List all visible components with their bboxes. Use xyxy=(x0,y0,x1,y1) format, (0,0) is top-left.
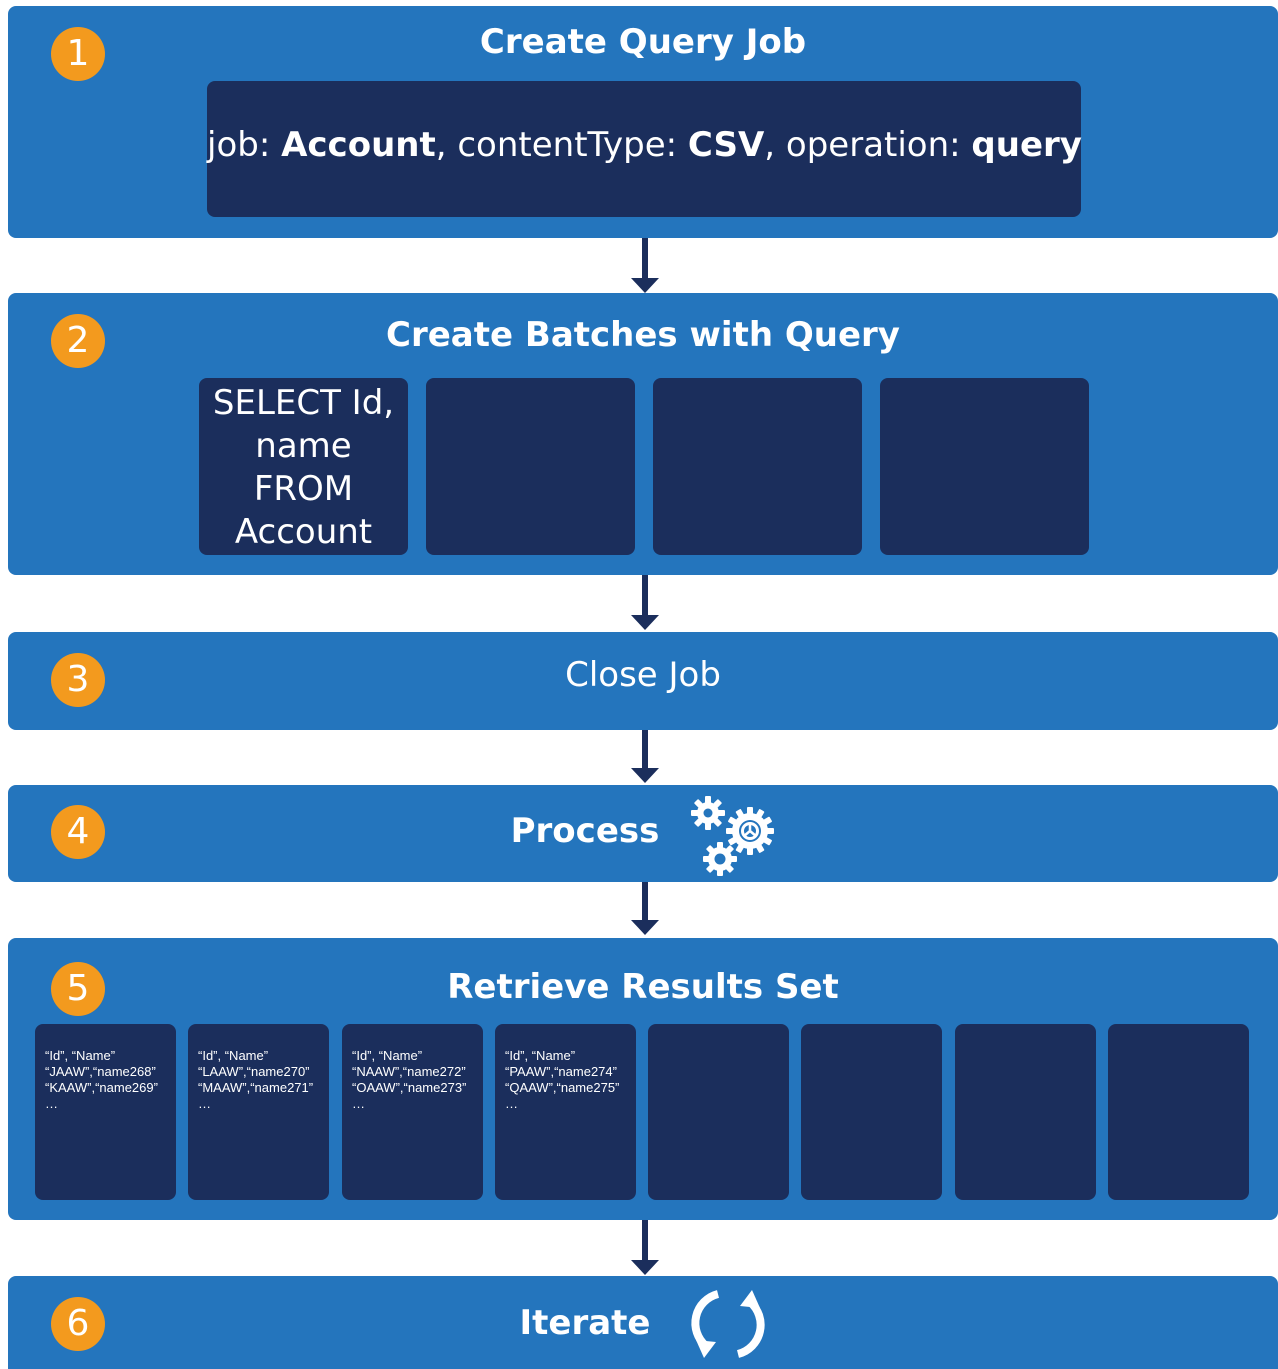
step-title: Create Batches with Query xyxy=(386,315,900,355)
result-card: “Id”, “Name”“PAAW”,“name274”“QAAW”,“name… xyxy=(495,1024,636,1200)
step-title: Retrieve Results Set xyxy=(447,967,839,1007)
result-card xyxy=(1108,1024,1249,1200)
batch-query-text: SELECT Id, name FROM Account xyxy=(212,383,395,552)
flow-arrow-head xyxy=(631,278,659,293)
batch-card: SELECT Id, name FROM Account xyxy=(199,378,408,555)
flow-arrow-head xyxy=(631,1260,659,1275)
step-number-badge: 6 xyxy=(51,1297,105,1351)
step-retrieve-results: 5 Retrieve Results Set “Id”, “Name”“JAAW… xyxy=(8,938,1278,1220)
batch-card xyxy=(426,378,635,555)
result-card: “Id”, “Name”“NAAW”,“name272”“OAAW”,“name… xyxy=(342,1024,483,1200)
step-title: Process xyxy=(510,811,660,851)
result-csv-text: “Id”, “Name”“NAAW”,“name272”“OAAW”,“name… xyxy=(352,1048,467,1111)
batch-card xyxy=(653,378,862,555)
flow-arrow-head xyxy=(631,615,659,630)
result-card xyxy=(955,1024,1096,1200)
step-create-query-job: 1 Create Query Job job: Account, content… xyxy=(8,6,1278,238)
step-close-job: 3 Close Job xyxy=(8,632,1278,730)
step-number-badge: 3 xyxy=(51,653,105,707)
flow-arrow-head xyxy=(631,920,659,935)
step-title: Iterate xyxy=(519,1303,651,1343)
flow-arrow-shaft xyxy=(642,1220,648,1262)
step-title: Create Query Job xyxy=(479,22,807,62)
job-spec-text: job: Account, contentType: CSV, operatio… xyxy=(207,125,1082,165)
job-content-type: CSV xyxy=(687,125,765,165)
step-number-badge: 5 xyxy=(51,962,105,1016)
flow-arrow-shaft xyxy=(642,730,648,770)
result-card xyxy=(801,1024,942,1200)
refresh-icon xyxy=(691,1290,765,1358)
step-process: 4 Process xyxy=(8,785,1278,882)
flow-arrow-shaft xyxy=(642,238,648,280)
flow-arrow-shaft xyxy=(642,575,648,617)
result-csv-text: “Id”, “Name”“PAAW”,“name274”“QAAW”,“name… xyxy=(505,1048,620,1111)
result-card: “Id”, “Name”“JAAW”,“name268”“KAAW”,“name… xyxy=(35,1024,176,1200)
step-number-badge: 1 xyxy=(51,27,105,81)
result-card xyxy=(648,1024,789,1200)
batch-card xyxy=(880,378,1089,555)
job-spec-box: job: Account, contentType: CSV, operatio… xyxy=(207,81,1082,217)
job-operation: query xyxy=(971,125,1082,165)
result-csv-text: “Id”, “Name”“JAAW”,“name268”“KAAW”,“name… xyxy=(45,1048,158,1111)
flow-arrow-shaft xyxy=(642,882,648,922)
result-csv-text: “Id”, “Name”“LAAW”,“name270”“MAAW”,“name… xyxy=(198,1048,314,1111)
step-number-badge: 2 xyxy=(51,314,105,368)
step-title: Close Job xyxy=(565,655,721,695)
step-iterate: 6 Iterate xyxy=(8,1276,1278,1369)
step-number-badge: 4 xyxy=(51,805,105,859)
step-create-batches: 2 Create Batches with Query SELECT Id, n… xyxy=(8,293,1278,575)
gears-icon xyxy=(691,796,774,876)
result-card: “Id”, “Name”“LAAW”,“name270”“MAAW”,“name… xyxy=(188,1024,329,1200)
job-object: Account xyxy=(281,125,436,165)
flow-arrow-head xyxy=(631,768,659,783)
